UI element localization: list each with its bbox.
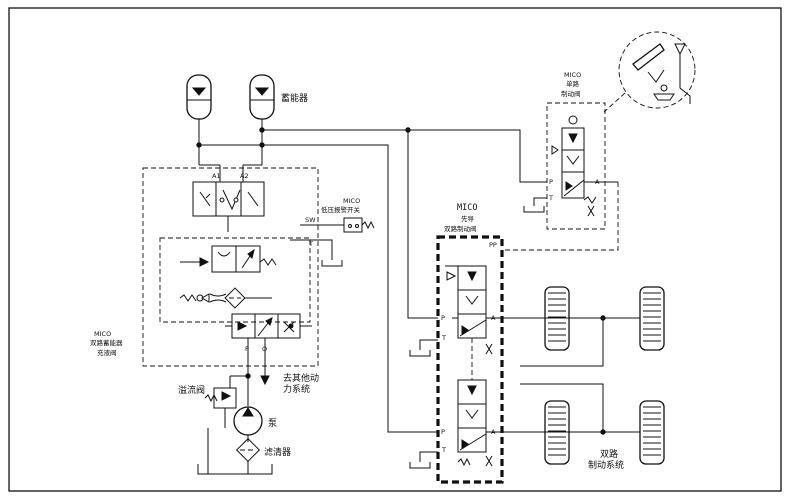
- pump: [233, 406, 263, 436]
- port-t-switch: T: [308, 240, 313, 248]
- port-a2: A2: [240, 172, 249, 180]
- charging-inner-boundary: [159, 237, 311, 323]
- pilot-valve-upper-section: [445, 265, 520, 355]
- relief-valve-label: 溢流阀: [178, 384, 205, 396]
- port-a1: A1: [212, 172, 221, 180]
- tank-symbol-single: [523, 206, 545, 213]
- port-t-single: T: [548, 194, 553, 202]
- port-a-single: A: [595, 178, 600, 186]
- pilot-relief-element: [180, 245, 277, 273]
- port-pp: PP: [489, 241, 497, 249]
- rear-axle: [544, 400, 665, 465]
- shuttle-check-block: [192, 181, 265, 232]
- port-p-lower: P: [441, 428, 445, 436]
- single-valve-brand: MICO: [564, 71, 581, 79]
- accumulator-left: [186, 74, 212, 145]
- brake-system-label-2: 制动系统: [588, 459, 624, 471]
- charging-valve-label-1: 双路蓄能器: [90, 338, 123, 347]
- switch-label: 低压报警开关: [321, 205, 361, 214]
- relief-valve: [204, 387, 237, 428]
- pilot-valve-lower-section: [457, 338, 520, 467]
- tank-symbol-upper: [409, 350, 431, 357]
- port-p-charge: P: [245, 345, 249, 353]
- pump-label: 泵: [268, 418, 277, 429]
- pilot-valve-label-1: 先导: [461, 214, 475, 223]
- tank-symbol-switch: [321, 260, 343, 267]
- brake-pedal-callout: [603, 31, 696, 113]
- port-a-upper: A: [491, 314, 496, 322]
- charging-valve-brand: MICO: [94, 330, 111, 338]
- other-power-label-1: 去其他动: [283, 372, 319, 384]
- charging-valve-boundary: [142, 167, 319, 367]
- port-a-lower: A: [491, 428, 496, 436]
- pump-circuit-lines: [229, 338, 270, 406]
- single-valve-spool: [551, 115, 618, 217]
- brake-system-label-1: 双路: [600, 448, 618, 460]
- port-t-lower: T: [441, 446, 446, 454]
- supply-lines: [196, 127, 547, 433]
- diagram-frame: [8, 7, 782, 492]
- front-axle: [544, 286, 665, 351]
- brake-lines: [520, 315, 606, 435]
- priority-valve: [225, 313, 312, 339]
- filter: [235, 435, 261, 474]
- port-p-upper: P: [441, 314, 445, 322]
- other-power-label-2: 力系统: [283, 383, 310, 395]
- port-t-upper: T: [441, 334, 446, 342]
- switch-brand: MICO: [343, 197, 360, 205]
- single-valve-label-2: 制动阀: [561, 89, 581, 98]
- filter-label: 滤清器: [264, 446, 291, 458]
- single-valve-boundary: [546, 102, 606, 230]
- accumulator-right: [249, 74, 275, 145]
- tank-line-switch: [290, 239, 333, 260]
- check-and-orifice-row: [179, 287, 272, 309]
- pilot-valve-label-2: 双路制动阀: [444, 224, 477, 233]
- reservoir-bottom: [197, 464, 273, 475]
- port-sw: SW: [305, 216, 316, 224]
- pilot-valve-boundary: [436, 235, 504, 484]
- charging-valve-label-2: 充液阀: [97, 348, 117, 357]
- accumulator-label: 蓄能器: [281, 92, 308, 104]
- single-valve-label-1: 单路: [566, 79, 580, 88]
- port-p-single: P: [549, 178, 553, 186]
- pilot-signal-line: [505, 182, 619, 251]
- low-pressure-switch: [300, 217, 375, 233]
- pilot-valve-brand: MICO: [457, 203, 477, 213]
- tank-symbol-lower: [409, 462, 431, 469]
